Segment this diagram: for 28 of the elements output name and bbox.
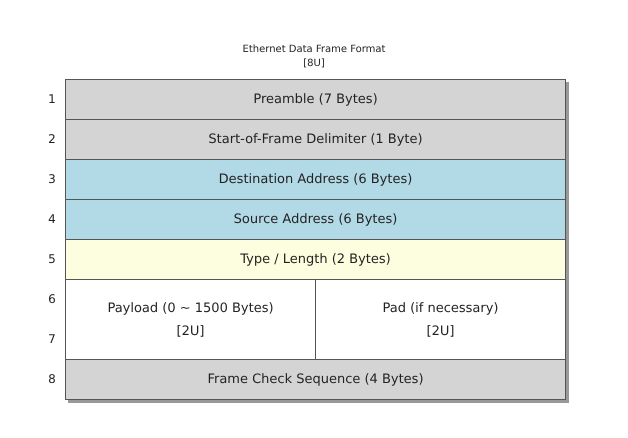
frame-field-cell [65, 239, 566, 280]
row-number: 6 [47, 292, 57, 306]
diagram-subtitle: [8U] [302, 58, 326, 69]
frame-field-cell [65, 279, 316, 360]
row-number: 4 [47, 212, 57, 226]
field-size: [2U] [176, 324, 204, 338]
frame-field-cell [315, 279, 566, 360]
row-number: 2 [47, 132, 57, 146]
row-number: 8 [47, 372, 57, 386]
field-label: Frame Check Sequence (4 Bytes) [207, 372, 424, 387]
row-number: 5 [47, 252, 57, 266]
field-label: Start-of-Frame Delimiter (1 Byte) [208, 132, 423, 147]
field-label: Type / Length (2 Bytes) [240, 252, 391, 267]
row-number: 3 [47, 172, 57, 186]
frame-field-cell [65, 199, 566, 240]
field-label: Preamble (7 Bytes) [253, 92, 378, 107]
frame-field-cell [65, 159, 566, 200]
field-label: Destination Address (6 Bytes) [218, 172, 412, 187]
field-label: Source Address (6 Bytes) [234, 212, 398, 227]
row-number: 7 [47, 332, 57, 346]
frame-field-cell [65, 359, 566, 400]
field-size: [2U] [426, 324, 454, 338]
row-number: 1 [47, 92, 57, 106]
field-label: Payload (0 ~ 1500 Bytes) [107, 300, 274, 316]
frame-field-cell [65, 79, 566, 120]
diagram-title: Ethernet Data Frame Format [242, 44, 386, 55]
field-label: Pad (if necessary) [382, 300, 498, 316]
frame-field-cell [65, 119, 566, 160]
